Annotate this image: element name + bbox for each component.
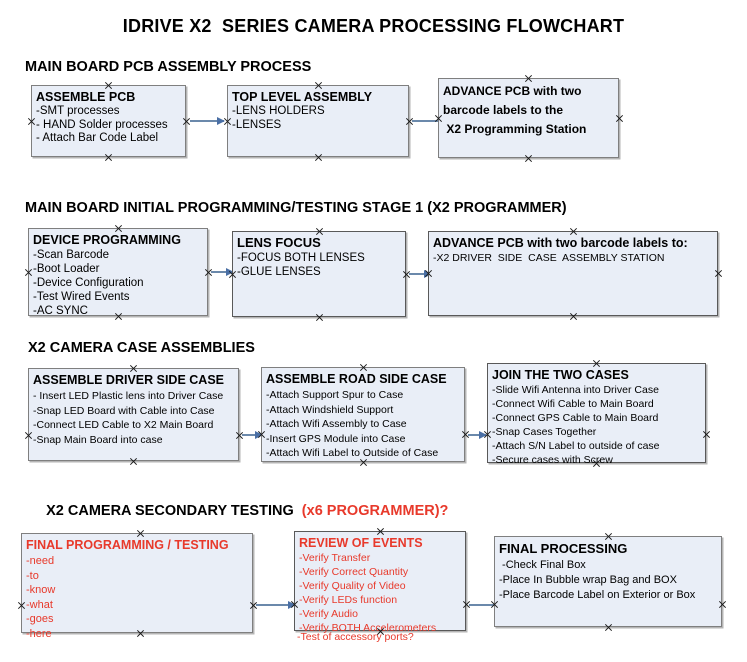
arrow-head-icon [288,601,296,609]
node-review-of-events[interactable]: REVIEW OF EVENTS -Verify Transfer -Verif… [294,531,466,634]
section-heading-accent: (x6 PROGRAMMER)? [301,503,449,519]
node-line: - HAND Solder processes [36,118,168,131]
node-title: FINAL PROCESSING [499,541,628,556]
node-line: -Test Wired Events [33,291,130,303]
node-line: -Insert GPS Module into Case [266,432,406,445]
node-line: -Connect Wifi Cable to Main Board [492,398,654,410]
section-heading-text: X2 CAMERA SECONDARY TESTING [46,503,302,519]
node-final-programming-testing[interactable]: FINAL PROGRAMMING / TESTING -need -to -k… [21,533,253,640]
node-line: -LENS HOLDERS [232,105,325,117]
section-heading-main-board-initial-programming: MAIN BOARD INITIAL PROGRAMMING/TESTING S… [25,200,567,216]
node-title: ASSEMBLE DRIVER SIDE CASE [33,373,225,387]
connector-assemble-pcb-to-top-level [190,117,225,125]
node-title: JOIN THE TWO CASES [492,368,629,382]
node-assemble-driver-side-case[interactable]: ASSEMBLE DRIVER SIDE CASE - Insert LED P… [28,368,239,461]
node-overflow-line: -Test of accessory ports? [297,631,414,643]
node-title: ASSEMBLE PCB [36,90,136,104]
node-line: -Place In Bubble wrap Bag and BOX [499,574,677,586]
node-title: ADVANCE PCB with two [443,84,582,98]
node-line: -what [26,598,53,611]
section-heading-x2-camera-case-assemblies: X2 CAMERA CASE ASSEMBLIES [28,340,255,356]
node-line: -Attach Wifi Label to Outside of Case [266,447,439,459]
node-line: -FOCUS BOTH LENSES [237,252,365,264]
node-line: -Verify Quality of Video [299,580,406,592]
node-line: -goes [26,613,54,625]
node-title: FINAL PROGRAMMING / TESTING [26,538,229,552]
node-line: -Scan Barcode [33,249,110,261]
connector-road-case-to-join-cases [468,431,487,439]
node-title: TOP LEVEL ASSEMBLY [232,90,373,104]
node-line: -SMT processes [36,105,120,117]
node-line: -Secure cases with Screw [492,454,613,466]
node-line: -Connect GPS Cable to Main Board [492,412,659,424]
node-line: - Insert LED Plastic lens into Driver Ca… [33,390,224,402]
arrow-head-icon [479,431,487,439]
node-line: -X2 DRIVER SIDE CASE ASSEMBLY STATION [433,252,665,264]
node-line: -here [26,627,52,640]
node-line: barcode labels to the [443,103,564,117]
node-line: -Snap Cases Together [492,426,597,438]
node-line: - Attach Bar Code Label [36,132,159,144]
node-line: -Place Barcode Label on Exterior or Box [499,589,696,601]
connector-final-programming-to-review [256,601,296,609]
arrow-head-icon [217,117,225,125]
section-heading-x2-camera-secondary-testing: X2 CAMERA SECONDARY TESTING (x6 PROGRAMM… [30,487,448,535]
node-line: -Verify LEDs function [299,594,398,606]
node-line: -Snap Main Board into case [33,433,163,446]
node-line: -Snap LED Board with Cable into Case [33,404,215,417]
node-line: -GLUE LENSES [237,266,321,278]
node-line: -Attach S/N Label to outside of case [492,440,660,452]
node-line: -Slide Wifi Antenna into Driver Case [492,384,659,396]
node-title: ADVANCE PCB with two barcode labels to: [433,236,688,250]
node-line: -know [26,584,56,596]
connector-device-programming-to-lens-focus [211,268,234,276]
arrow-head-icon [226,268,234,276]
section-heading-main-board-pcb-assembly: MAIN BOARD PCB ASSEMBLY PROCESS [25,59,312,75]
node-line: -Verify Correct Quantity [299,566,409,578]
node-line: -Attach Windshield Support [266,403,394,416]
node-line: -Boot Loader [33,263,100,275]
node-line: -LENSES [232,118,282,131]
node-final-processing[interactable]: FINAL PROCESSING -Check Final Box -Place… [494,536,722,627]
node-title: ASSEMBLE ROAD SIDE CASE [266,372,447,386]
node-line: -Verify Transfer [299,552,371,564]
arrow-head-icon [255,431,263,439]
node-line: -Connect LED Cable to X2 Main Board [33,419,214,431]
node-advance-pcb-driver-side-case[interactable]: ADVANCE PCB with two barcode labels to: … [428,231,718,316]
node-lens-focus[interactable]: LENS FOCUS -FOCUS BOTH LENSES -GLUE LENS… [232,231,406,317]
node-assemble-road-side-case[interactable]: ASSEMBLE ROAD SIDE CASE -Attach Support … [261,367,465,462]
node-join-the-two-cases[interactable]: JOIN THE TWO CASES -Slide Wifi Antenna i… [487,363,706,466]
node-title: LENS FOCUS [237,235,321,250]
node-line: -Verify BOTH Accelerometers [299,622,437,634]
connector-driver-case-to-road-case [242,431,263,439]
node-line: -AC SYNC [33,305,88,317]
node-title: DEVICE PROGRAMMING [33,233,181,247]
node-line: X2 Programming Station [443,122,587,136]
node-line: -Attach Wifi Assembly to Case [266,418,407,430]
node-device-programming[interactable]: DEVICE PROGRAMMING -Scan Barcode -Boot L… [28,228,208,317]
node-line: -Attach Support Spur to Case [266,389,404,401]
node-line: -Check Final Box [499,559,586,571]
node-advance-pcb-programming-station[interactable]: ADVANCE PCB with two barcode labels to t… [438,78,619,158]
page-title: IDRIVE X2 SERIES CAMERA PROCESSING FLOWC… [122,16,625,36]
node-line: -Verify Audio [299,608,358,620]
node-line: -need [26,555,55,567]
node-title: REVIEW OF EVENTS [299,536,423,550]
node-line: -Device Configuration [33,277,144,289]
node-line: -to [26,569,39,582]
node-top-level-assembly[interactable]: TOP LEVEL ASSEMBLY -LENS HOLDERS -LENSES [227,85,409,157]
node-assemble-pcb[interactable]: ASSEMBLE PCB -SMT processes - HAND Solde… [31,85,186,157]
